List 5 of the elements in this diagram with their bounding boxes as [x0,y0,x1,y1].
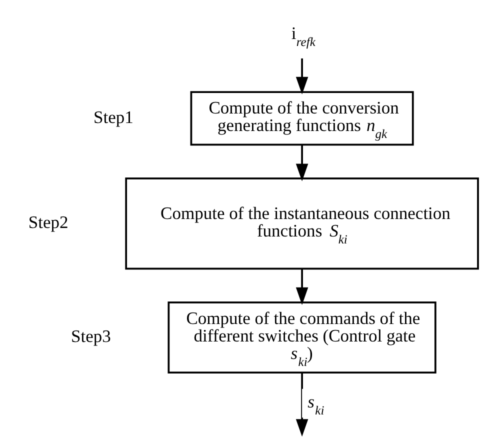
node-text: i$_{refk}$ [290,23,315,50]
node-label: Step1 [93,106,133,127]
node-label: Step2 [28,212,68,232]
edge-label: s$_{ki}$ [307,391,324,418]
node-label: Step3 [70,326,110,346]
